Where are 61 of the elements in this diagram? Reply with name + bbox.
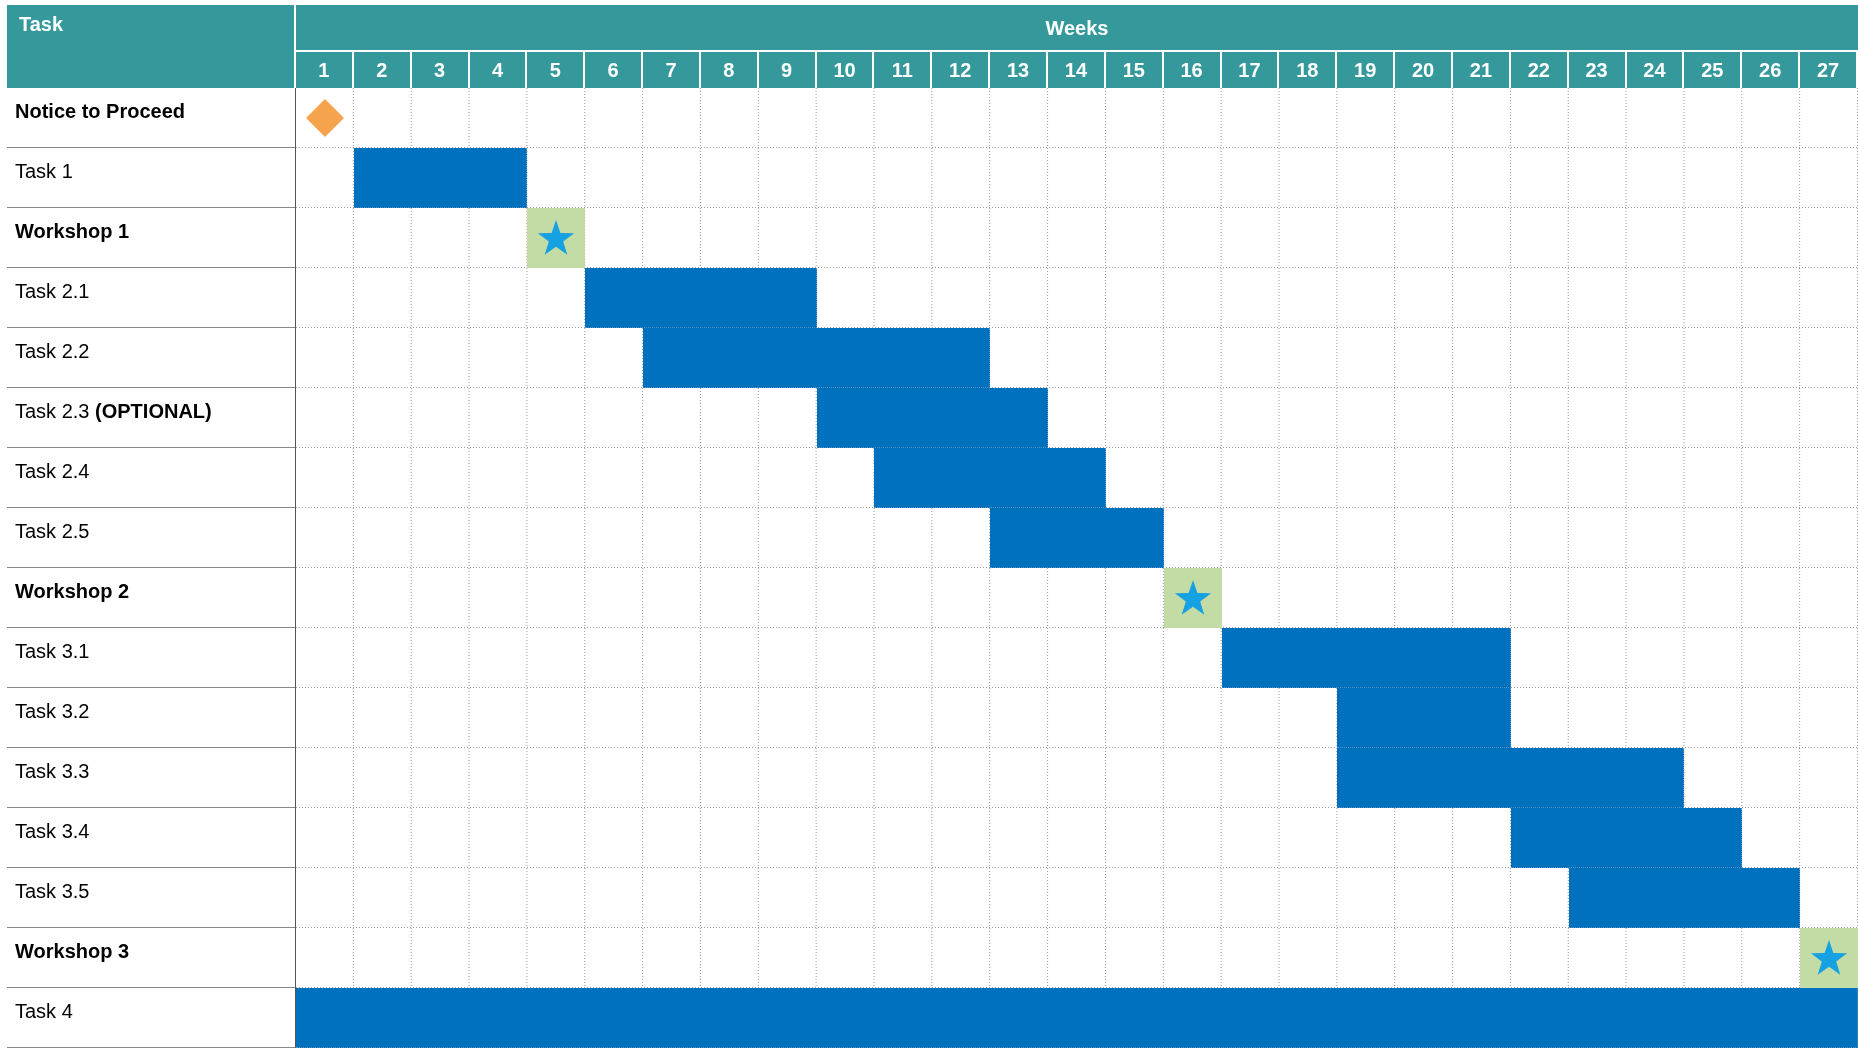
task-bar [1337, 688, 1511, 748]
week-number: 5 [527, 50, 586, 88]
week-number: 1 [296, 50, 354, 88]
week-number: 13 [990, 50, 1048, 88]
task-name: Workshop 3 [15, 940, 130, 962]
task-bar [296, 988, 1858, 1048]
week-number: 16 [1163, 50, 1222, 88]
task-name: Task 3.2 [15, 700, 90, 722]
milestone-cell [527, 208, 586, 268]
week-number: 26 [1742, 50, 1801, 88]
week-number: 25 [1684, 50, 1743, 88]
task-bar [1510, 808, 1743, 868]
task-name: Task 4 [15, 1000, 73, 1022]
task-name: Task 3.4 [15, 820, 90, 842]
milestone-cell [1163, 568, 1222, 628]
week-number: 21 [1453, 50, 1511, 88]
task-name: Workshop 1 [15, 220, 130, 242]
task-bar [990, 508, 1164, 568]
task-bar [816, 388, 1048, 448]
task-name: Workshop 2 [15, 580, 130, 602]
task-bar [585, 268, 817, 328]
task-name: Task 2.1 [15, 280, 90, 302]
week-number: 8 [700, 50, 759, 88]
week-number: 11 [874, 50, 933, 88]
week-number: 10 [816, 50, 875, 88]
week-number: 23 [1568, 50, 1627, 88]
week-number: 19 [1337, 50, 1396, 88]
week-number: 6 [585, 50, 644, 88]
column-header: Weeks [1045, 15, 1109, 41]
task-name: Notice to Proceed [15, 100, 186, 122]
task-name: Task 1 [15, 160, 73, 182]
task-name: Task 2.2 [15, 340, 90, 362]
task-bar [353, 148, 528, 208]
task-bar [1568, 868, 1801, 928]
milestone-cell [1800, 928, 1858, 988]
week-number: 3 [411, 50, 470, 88]
week-number: 15 [1105, 50, 1164, 88]
week-number: 4 [469, 50, 528, 88]
task-name: Task 3.1 [15, 640, 90, 662]
task-name: Task 2.4 [15, 460, 90, 482]
task-bar [1337, 748, 1685, 808]
task-bar [1221, 628, 1511, 688]
week-number: 2 [353, 50, 412, 88]
task-bar [874, 448, 1106, 508]
task-name: Task 2.3 (OPTIONAL) [15, 400, 212, 422]
week-number: 22 [1510, 50, 1569, 88]
milestone-diamond [304, 98, 345, 138]
week-number: 17 [1221, 50, 1280, 88]
week-number: 24 [1626, 50, 1685, 88]
column-header: Task [19, 13, 64, 35]
task-name: Task 2.5 [15, 520, 90, 542]
task-name: Task 3.3 [15, 760, 90, 782]
week-number: 12 [932, 50, 991, 88]
week-number: 9 [758, 50, 817, 88]
task-name: Task 3.5 [15, 880, 90, 902]
week-number: 7 [643, 50, 701, 88]
week-number: 27 [1800, 50, 1858, 88]
task-bar [643, 328, 991, 388]
week-number: 14 [1047, 50, 1106, 88]
week-number: 20 [1395, 50, 1453, 88]
week-number: 18 [1279, 50, 1338, 88]
